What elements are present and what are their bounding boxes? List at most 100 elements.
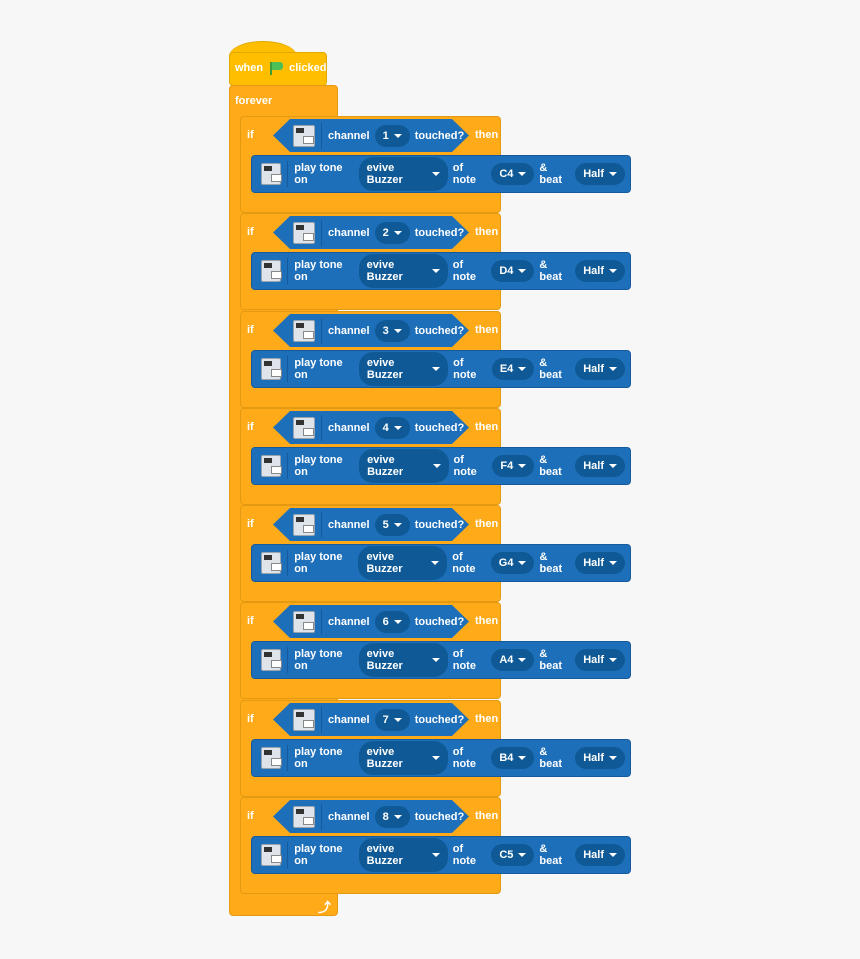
touched-label: touched?	[414, 615, 465, 628]
then-label: then	[475, 421, 499, 433]
evive-device-icon	[261, 649, 283, 671]
evive-device-icon	[261, 163, 283, 185]
play-tone-block[interactable]: play tone on evive Buzzer of note A4 & b…	[251, 641, 631, 679]
beat-dropdown[interactable]: Half	[575, 649, 626, 671]
forever-label: forever	[235, 95, 273, 107]
touched-condition-block[interactable]: channel 5 touched?	[273, 508, 469, 541]
device-dropdown[interactable]: evive Buzzer	[358, 254, 448, 288]
beat-dropdown[interactable]: Half	[575, 455, 625, 477]
note-dropdown[interactable]: D4	[491, 260, 535, 282]
if-then-block[interactable]: if channel 5 touched? then play tone on …	[240, 505, 631, 602]
caret-down-icon	[432, 464, 441, 468]
of-note-label: of note	[452, 259, 476, 283]
note-dropdown[interactable]: C5	[491, 844, 535, 866]
if-then-block[interactable]: if channel 4 touched? then play tone on …	[240, 408, 631, 505]
beat-value: Half	[583, 265, 605, 277]
if-label: if	[247, 713, 254, 725]
beat-value: Half	[583, 363, 604, 375]
evive-device-icon	[293, 513, 315, 536]
then-label: then	[475, 518, 499, 530]
caret-down-icon	[431, 172, 440, 176]
caret-down-icon	[393, 425, 402, 430]
separator	[321, 414, 322, 441]
separator	[321, 608, 322, 635]
beat-dropdown[interactable]: Half	[575, 844, 626, 866]
play-tone-block[interactable]: play tone on evive Buzzer of note G4 & b…	[251, 544, 631, 582]
channel-value: 2	[382, 226, 389, 239]
beat-dropdown[interactable]: Half	[575, 163, 626, 185]
separator	[321, 511, 322, 538]
note-dropdown[interactable]: G4	[490, 552, 535, 574]
caret-down-icon	[393, 717, 402, 722]
channel-dropdown[interactable]: 1	[374, 124, 410, 147]
touched-label: touched?	[414, 324, 465, 337]
channel-value: 1	[382, 129, 389, 142]
touched-condition-block[interactable]: channel 2 touched?	[273, 216, 469, 249]
device-dropdown[interactable]: evive Buzzer	[358, 838, 448, 872]
channel-label: channel	[328, 713, 370, 726]
evive-device-icon	[293, 708, 315, 731]
beat-dropdown[interactable]: Half	[575, 358, 625, 380]
if-then-block[interactable]: if channel 7 touched? then play tone on …	[240, 700, 631, 797]
channel-dropdown[interactable]: 2	[374, 221, 410, 244]
note-dropdown[interactable]: E4	[491, 358, 535, 380]
if-then-block[interactable]: if channel 8 touched? then play tone on …	[240, 797, 631, 894]
device-dropdown[interactable]: evive Buzzer	[358, 352, 449, 386]
beat-dropdown[interactable]: Half	[575, 552, 626, 574]
device-dropdown[interactable]: evive Buzzer	[359, 449, 449, 483]
touched-label: touched?	[414, 421, 465, 434]
caret-down-icon	[431, 853, 440, 857]
note-dropdown[interactable]: B4	[491, 747, 535, 769]
play-tone-block[interactable]: play tone on evive Buzzer of note C4 & b…	[251, 155, 631, 193]
touched-condition-block[interactable]: channel 7 touched?	[273, 703, 469, 736]
play-tone-block[interactable]: play tone on evive Buzzer of note C5 & b…	[251, 836, 631, 874]
evive-device-icon	[261, 455, 283, 477]
touched-condition-block[interactable]: channel 3 touched?	[273, 314, 469, 347]
beat-dropdown[interactable]: Half	[575, 260, 626, 282]
evive-device-icon	[261, 844, 283, 866]
touched-condition-block[interactable]: channel 1 touched?	[273, 119, 469, 152]
touched-condition-block[interactable]: channel 6 touched?	[273, 605, 469, 638]
play-tone-block[interactable]: play tone on evive Buzzer of note D4 & b…	[251, 252, 631, 290]
play-tone-label: play tone on	[294, 162, 343, 186]
if-then-block[interactable]: if channel 6 touched? then play tone on …	[240, 602, 631, 699]
then-label: then	[475, 129, 499, 141]
if-then-block[interactable]: if channel 2 touched? then play tone on …	[240, 213, 631, 310]
channel-dropdown[interactable]: 6	[374, 610, 410, 633]
play-tone-label: play tone on	[294, 746, 343, 770]
beat-label: & beat	[539, 454, 562, 478]
evive-device-icon	[293, 124, 315, 147]
channel-dropdown[interactable]: 5	[374, 513, 410, 536]
play-tone-block[interactable]: play tone on evive Buzzer of note E4 & b…	[251, 350, 631, 388]
channel-dropdown[interactable]: 8	[374, 805, 410, 828]
channel-dropdown[interactable]: 4	[374, 416, 410, 439]
caret-down-icon	[393, 522, 402, 527]
play-tone-block[interactable]: play tone on evive Buzzer of note F4 & b…	[251, 447, 631, 485]
play-tone-label: play tone on	[294, 648, 343, 672]
touched-condition-block[interactable]: channel 8 touched?	[273, 800, 469, 833]
note-dropdown[interactable]: C4	[491, 163, 535, 185]
play-tone-block[interactable]: play tone on evive Buzzer of note B4 & b…	[251, 739, 631, 777]
device-dropdown[interactable]: evive Buzzer	[358, 643, 448, 677]
device-dropdown[interactable]: evive Buzzer	[358, 546, 448, 580]
caret-down-icon	[431, 658, 440, 662]
note-dropdown[interactable]: F4	[492, 455, 535, 477]
if-then-block[interactable]: if channel 3 touched? then play tone on …	[240, 311, 631, 408]
touched-label: touched?	[414, 713, 465, 726]
if-then-block[interactable]: if channel 1 touched? then play tone on …	[240, 116, 631, 213]
device-value: evive Buzzer	[367, 454, 404, 478]
device-dropdown[interactable]: evive Buzzer	[358, 741, 448, 775]
beat-dropdown[interactable]: Half	[575, 747, 626, 769]
channel-dropdown[interactable]: 7	[374, 708, 410, 731]
play-tone-label: play tone on	[294, 454, 343, 478]
device-dropdown[interactable]: evive Buzzer	[358, 157, 448, 191]
touched-condition-block[interactable]: channel 4 touched?	[273, 411, 469, 444]
evive-device-icon	[261, 552, 283, 574]
channel-dropdown[interactable]: 3	[374, 319, 410, 342]
note-value: E4	[499, 363, 514, 375]
if-label: if	[247, 129, 254, 141]
separator	[287, 550, 289, 576]
note-dropdown[interactable]: A4	[491, 649, 535, 671]
if-label: if	[247, 810, 254, 822]
caret-down-icon	[518, 853, 527, 857]
